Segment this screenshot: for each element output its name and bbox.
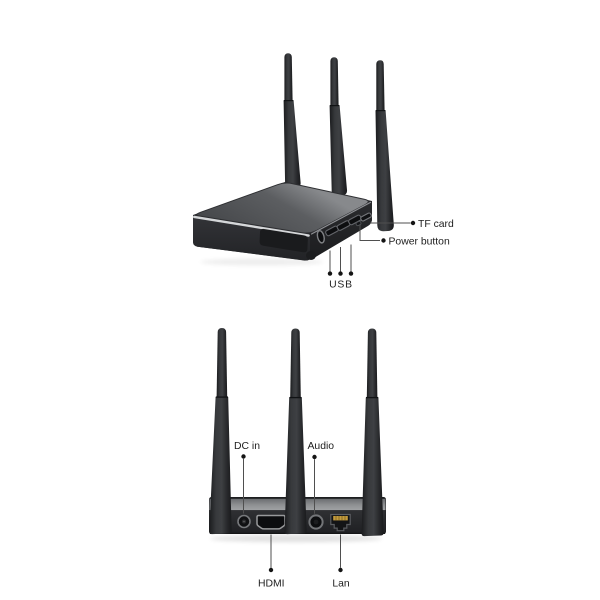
audio-jack <box>308 514 324 530</box>
callout-hdmi: HDMI <box>258 534 285 589</box>
side-ports <box>316 212 372 244</box>
corner-foot <box>306 251 316 260</box>
power-button-label: Power button <box>389 236 450 247</box>
usb-label: USB <box>329 280 353 291</box>
silver-trim-front <box>192 215 310 237</box>
hdmi-port <box>256 514 286 530</box>
bottom-antenna-left <box>209 328 232 535</box>
callout-dot <box>268 567 274 573</box>
callout-dot <box>348 271 354 276</box>
lan-label: Lan <box>332 578 350 589</box>
callout-dot <box>338 271 343 276</box>
tf-card-slot <box>360 212 372 222</box>
callout-dot <box>338 567 343 573</box>
callout-dot <box>410 220 416 226</box>
callout-usb: USB <box>327 244 354 291</box>
callout-dot <box>381 238 386 243</box>
bottom-device-view: DC in Audio HDMI Lan <box>209 328 386 589</box>
callout-dc-in: DC in <box>234 441 260 514</box>
lan-port <box>330 513 351 532</box>
bottom-device-shadow <box>210 534 382 543</box>
rear-ports <box>237 513 351 532</box>
top-antenna-left <box>283 53 301 189</box>
av-port <box>316 230 325 244</box>
top-antenna-middle <box>329 57 348 196</box>
power-button <box>355 220 362 227</box>
callout-dot <box>312 454 317 460</box>
callout-lan: Lan <box>332 534 350 589</box>
tf-card-label: TF card <box>418 219 454 230</box>
callout-tf-card: TF card <box>370 219 454 230</box>
audio-label: Audio <box>308 441 335 452</box>
lan-gold-pins <box>333 516 348 521</box>
dc-in-label: DC in <box>234 441 260 452</box>
top-device-view: TF card Power button USB <box>192 53 454 291</box>
trim-right <box>310 201 372 235</box>
hdmi-label: HDMI <box>258 578 285 589</box>
callout-dot <box>327 271 333 276</box>
box-front-face <box>193 215 310 261</box>
front-inset-panel <box>259 228 308 253</box>
callout-audio: Audio <box>308 441 335 514</box>
bottom-antenna-middle <box>284 328 307 535</box>
callout-dot <box>241 454 246 459</box>
bottom-antenna-right <box>361 328 384 537</box>
callout-power-button: Power button <box>359 225 450 247</box>
top-antenna-right <box>375 60 394 232</box>
callout-line <box>359 225 380 241</box>
dc-jack <box>237 514 251 529</box>
top-device-shadow <box>200 258 324 266</box>
